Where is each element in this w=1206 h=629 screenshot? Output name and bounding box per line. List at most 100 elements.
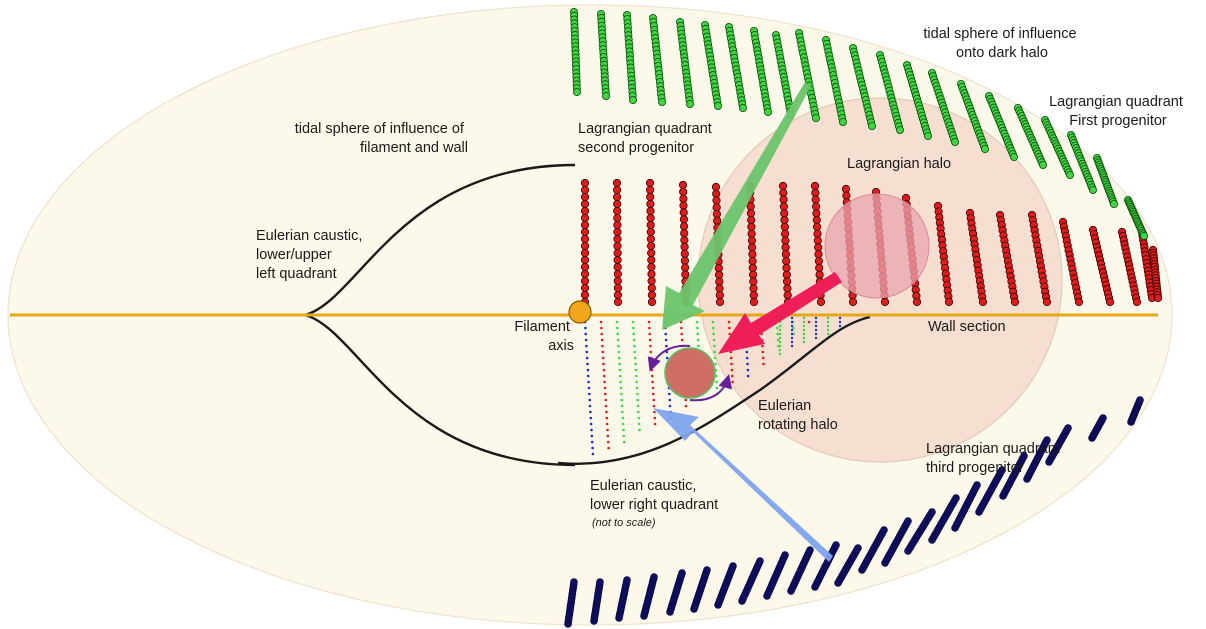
- eulerian-particle: [586, 368, 590, 372]
- eulerian-particle: [648, 338, 652, 342]
- eulerian-particle: [746, 362, 749, 366]
- eulerian-particle: [790, 316, 794, 320]
- eulerian-particle: [696, 332, 699, 336]
- eulerian-particle: [730, 368, 734, 372]
- red-particle: [613, 206, 622, 216]
- eulerian-particle: [728, 332, 731, 336]
- eulerian-particle: [651, 380, 654, 384]
- blue-particle: [678, 569, 686, 577]
- red-particle: [748, 263, 757, 272]
- caustic-lower-right: [557, 315, 871, 465]
- eulerian-particle: [634, 374, 638, 378]
- red-particle: [679, 208, 688, 217]
- eulerian-particle: [616, 332, 619, 336]
- eulerian-particle: [668, 404, 672, 408]
- red-particle: [816, 297, 826, 307]
- red-particle: [812, 222, 822, 231]
- green-particle: [629, 96, 638, 105]
- red-particle: [646, 206, 655, 216]
- eulerian-particle: [826, 320, 830, 324]
- eulerian-particle: [814, 336, 818, 340]
- red-particle: [613, 248, 622, 258]
- green-particle: [1066, 170, 1075, 179]
- eulerian-particle: [802, 332, 806, 336]
- red-particle: [580, 227, 590, 237]
- eulerian-particle: [599, 320, 603, 324]
- red-particle: [612, 178, 622, 188]
- eulerian-particle: [746, 374, 750, 378]
- third-progenitor-particles: [564, 396, 1144, 628]
- label-lagrangian-halo: Lagrangian halo: [847, 156, 951, 172]
- eulerian-particle: [606, 440, 610, 444]
- red-particle: [680, 236, 689, 245]
- eulerian-particle: [696, 326, 699, 330]
- eulerian-particle: [601, 350, 605, 354]
- eulerian-particle: [713, 356, 717, 360]
- eulerian-particle: [584, 326, 587, 330]
- eulerian-particle: [616, 338, 620, 342]
- blue-particle: [1020, 452, 1028, 460]
- green-particle: [739, 104, 748, 113]
- eulerian-particle: [776, 326, 779, 330]
- blue-particle: [806, 546, 814, 554]
- eulerian-particle: [589, 416, 593, 420]
- red-particle: [612, 185, 622, 195]
- red-particle: [783, 291, 792, 300]
- red-particle: [613, 199, 622, 209]
- red-particle: [746, 209, 756, 218]
- eulerian-particle: [589, 410, 592, 414]
- label-tidal-filament: tidal sphere of influence of filament an…: [295, 121, 468, 156]
- red-particle: [812, 209, 821, 218]
- green-particle: [868, 122, 877, 131]
- blue-particle: [1136, 396, 1144, 404]
- red-particle: [645, 185, 655, 195]
- eulerian-particle: [601, 356, 605, 360]
- red-particle: [781, 236, 790, 245]
- red-particle: [715, 297, 725, 307]
- eulerian-particle: [802, 328, 806, 332]
- eulerian-particle: [778, 336, 782, 340]
- red-arrow: [718, 272, 842, 354]
- red-particle: [912, 297, 922, 307]
- green-particle: [1089, 185, 1098, 194]
- red-particle: [779, 195, 788, 204]
- eulerian-particle: [606, 428, 609, 432]
- eulerian-particle: [633, 350, 637, 354]
- red-particle: [647, 269, 656, 279]
- eulerian-particle: [606, 434, 610, 438]
- red-particle: [613, 269, 622, 279]
- red-particle: [613, 276, 622, 286]
- eulerian-particle: [604, 398, 607, 402]
- blue-particle: [1043, 436, 1051, 444]
- eulerian-particle: [652, 404, 656, 408]
- blue-particle: [729, 562, 737, 570]
- eulerian-particle: [618, 374, 622, 378]
- eulerian-particle: [586, 362, 589, 366]
- red-particle: [679, 187, 688, 196]
- red-particle: [613, 227, 622, 237]
- eulerian-particle: [778, 332, 782, 336]
- eulerian-particle: [826, 324, 830, 328]
- eulerian-particle: [634, 362, 637, 366]
- eulerian-particle: [604, 392, 607, 396]
- eulerian-particle: [713, 350, 717, 354]
- blue-particle: [703, 566, 711, 574]
- eulerian-particle: [587, 380, 590, 384]
- eulerian-particle: [600, 338, 604, 342]
- label-quadrant-first: Lagrangian quadrant First progenitor: [1049, 94, 1187, 129]
- red-particle: [681, 270, 690, 279]
- label-caustic-right: Eulerian caustic, lower right quadrant: [590, 478, 718, 513]
- caustic-lower-left: [304, 313, 576, 467]
- green-particle: [896, 126, 905, 135]
- eulerian-particle: [695, 320, 699, 324]
- red-particle: [1074, 297, 1084, 307]
- red-particle: [580, 241, 590, 251]
- eulerian-particle: [649, 356, 653, 360]
- red-particle: [842, 191, 851, 200]
- red-particle: [612, 192, 622, 202]
- blue-particle: [650, 573, 658, 581]
- red-particle: [580, 248, 590, 258]
- eulerian-particle: [653, 410, 656, 414]
- eulerian-particle: [632, 326, 635, 330]
- eulerian-particle: [728, 326, 731, 330]
